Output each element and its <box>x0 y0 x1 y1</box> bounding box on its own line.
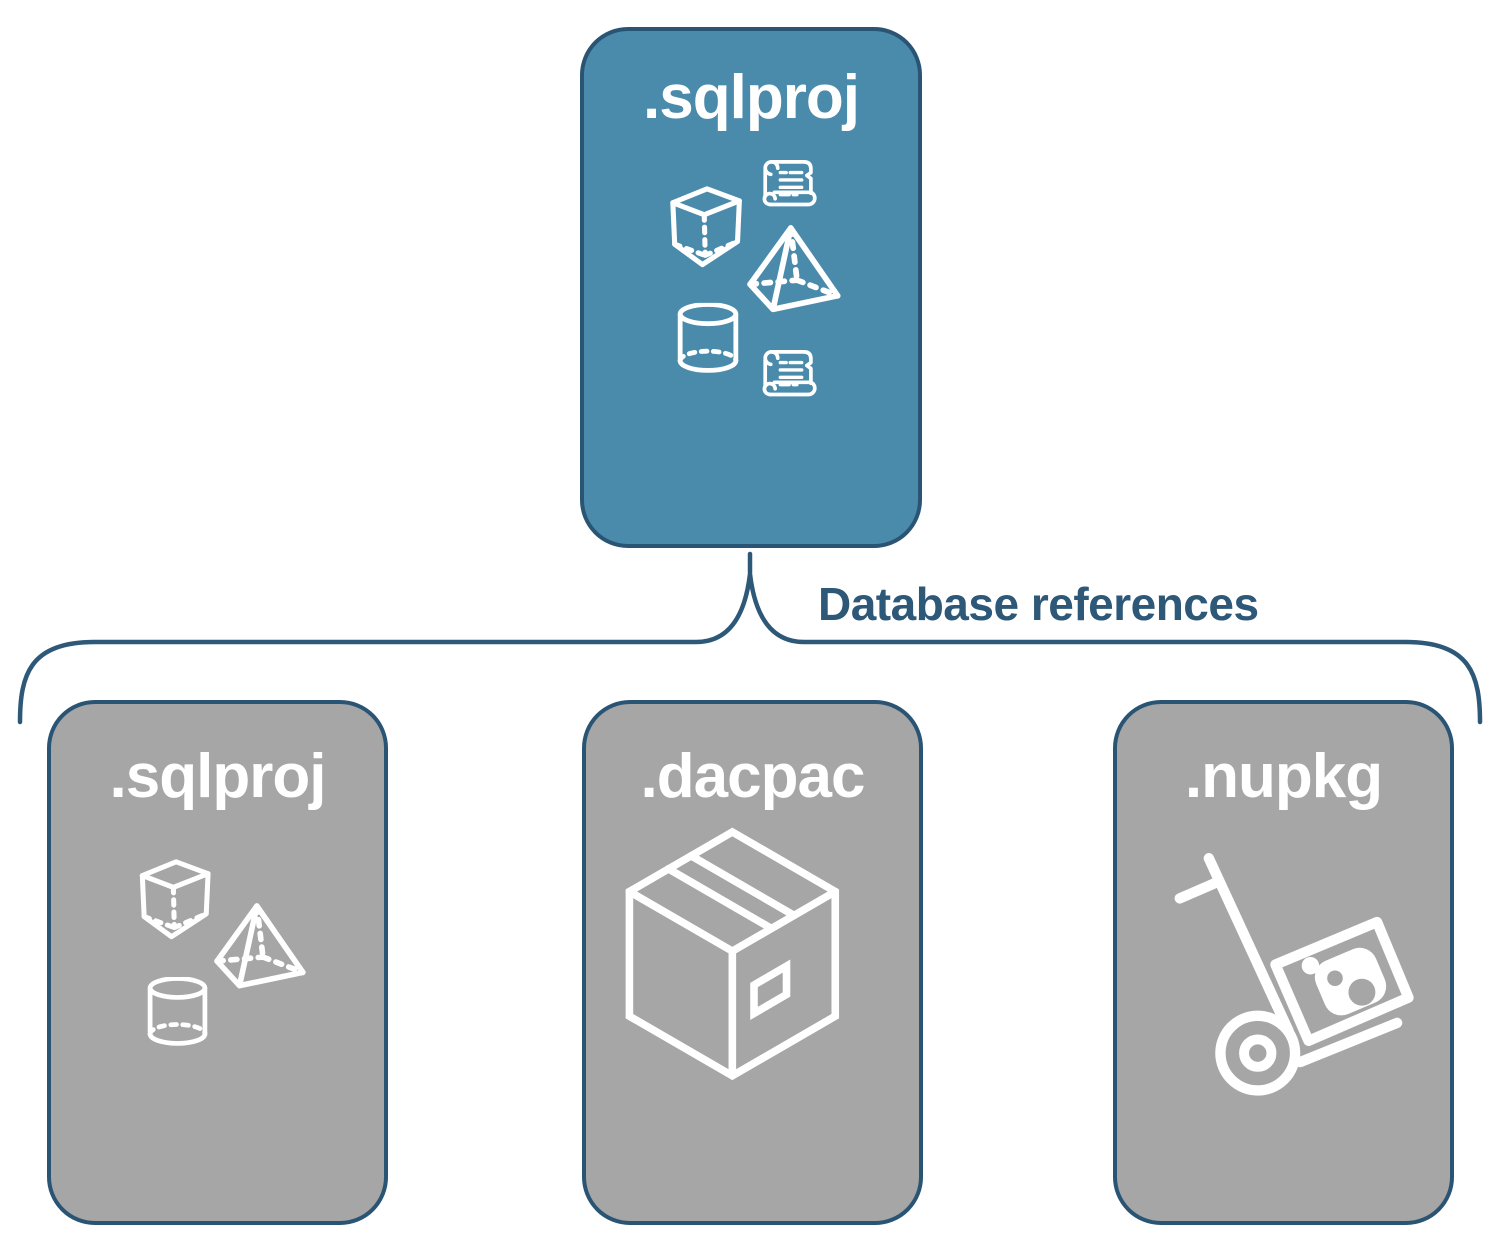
node-title: .sqlproj <box>109 742 327 811</box>
node-sqlproj-source: .sqlproj <box>580 27 922 548</box>
scroll-icon <box>770 354 826 408</box>
node-dacpac: .dacpac <box>582 700 923 1225</box>
node-title: .dacpac <box>640 742 866 811</box>
node-title: .sqlproj <box>643 63 860 132</box>
connector-label: Database references <box>818 578 1259 630</box>
scroll-icon <box>770 164 826 218</box>
node-sqlproj-target: .sqlproj <box>47 700 388 1225</box>
pyramid-icon <box>214 909 312 999</box>
cube-icon <box>141 860 224 944</box>
node-title: .nupkg <box>1184 742 1383 811</box>
package-box-icon <box>640 832 868 1092</box>
hand-truck-package-icon <box>1170 850 1414 1098</box>
cylinder-icon <box>676 303 740 377</box>
pyramid-icon <box>747 231 847 323</box>
node-nupkg: .nupkg <box>1113 700 1454 1225</box>
cylinder-icon <box>146 977 209 1050</box>
cube-icon <box>671 187 756 272</box>
